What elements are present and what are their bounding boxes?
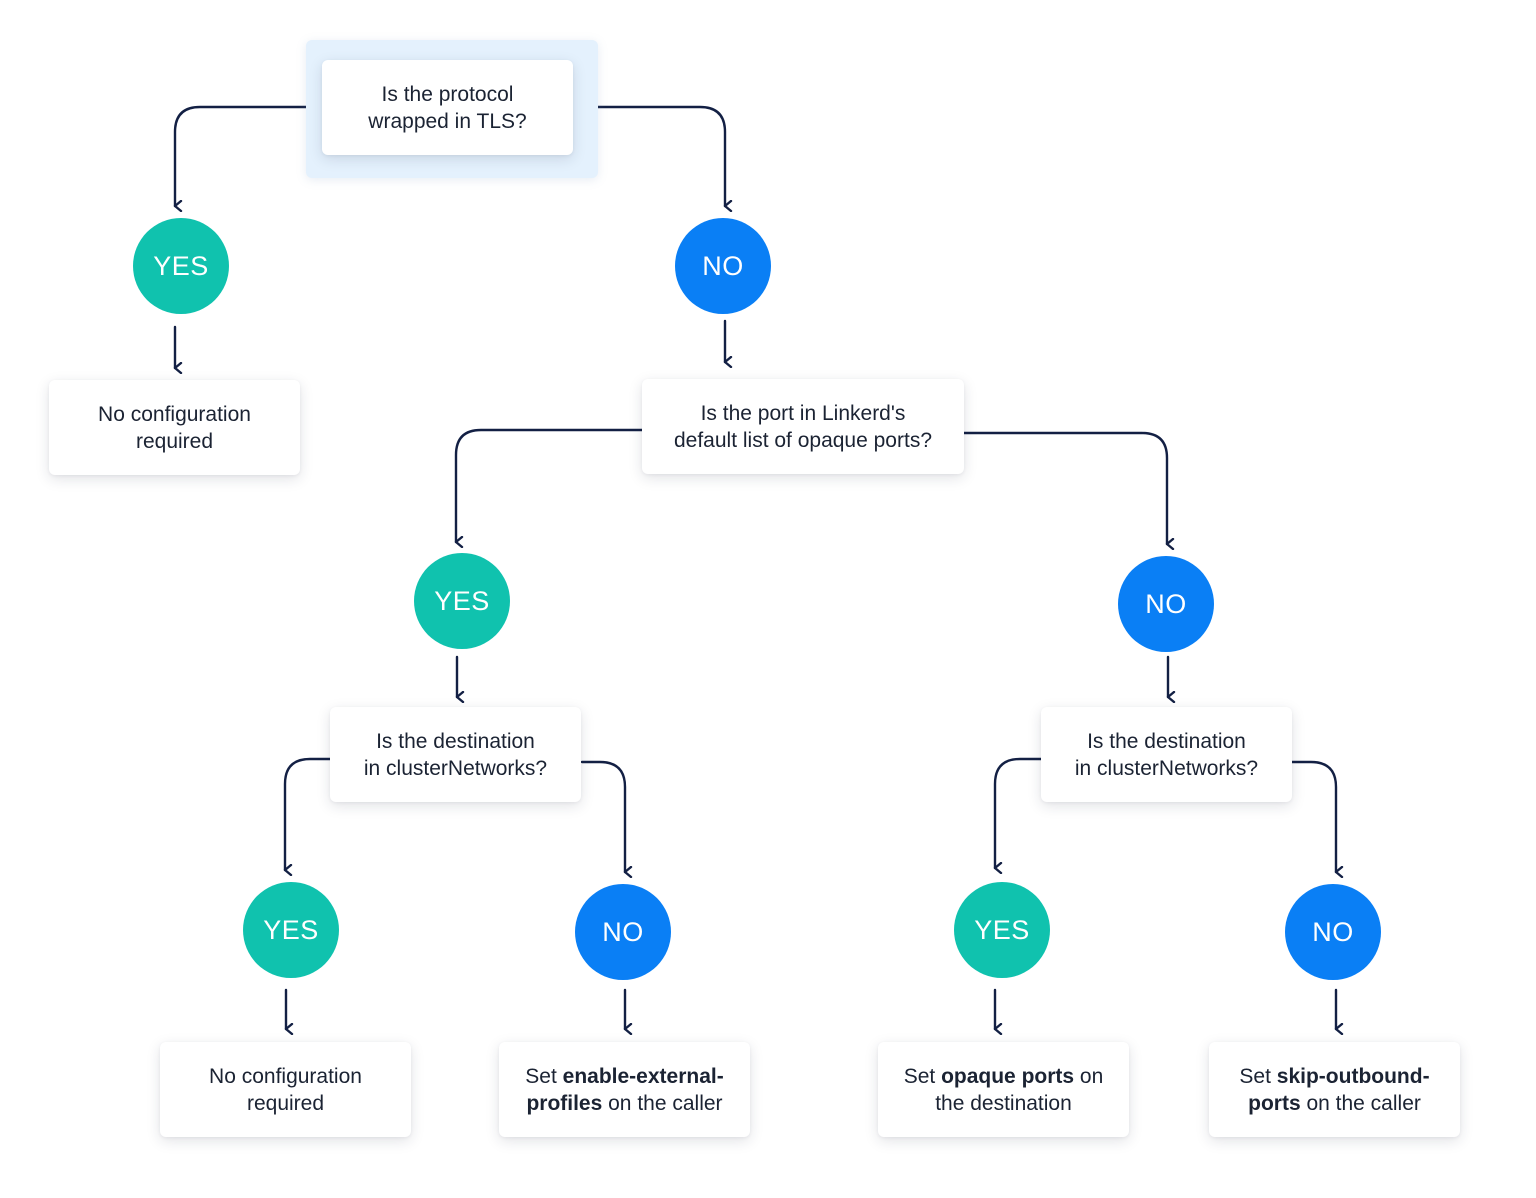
no-label: NO (702, 250, 744, 281)
outcome-right-no-bold2: ports (1248, 1091, 1301, 1115)
yes-circle-opaque: YES (414, 553, 510, 649)
question-cluster-left: Is the destination in clusterNetworks? (330, 707, 581, 802)
connector-opaque-yes (454, 428, 644, 542)
outcome-right-yes-line2: the destination (935, 1091, 1072, 1115)
yes-label: YES (263, 914, 319, 945)
question-cluster-left-line1: Is the destination (376, 729, 535, 753)
yes-circle-cluster-right: YES (954, 882, 1050, 978)
outcome-right-no: Set skip-outbound- ports on the caller (1209, 1042, 1460, 1137)
connector-tls-yes (173, 105, 324, 206)
outcome-tls-yes-line2: required (135, 429, 214, 453)
yes-label: YES (434, 585, 490, 616)
outcome-left-no-bold1: enable-external- (562, 1064, 724, 1088)
connector-cluster-right-yes (993, 757, 1043, 868)
connector-opaque-no (962, 431, 1167, 544)
outcome-right-yes: Set opaque ports on the destination (878, 1042, 1129, 1137)
outcome-left-no: Set enable-external- profiles on the cal… (499, 1042, 750, 1137)
connector-cluster-left-no (580, 760, 625, 872)
outcome-left-no-bold2: profiles (526, 1091, 603, 1115)
connector-cluster-right-no (1290, 760, 1336, 872)
question-tls-line1: Is the protocol (381, 82, 514, 106)
question-tls-line2: wrapped in TLS? (368, 109, 527, 133)
outcome-right-no-bold1: skip-outbound- (1276, 1064, 1430, 1088)
outcome-right-yes-pre: Set (903, 1064, 942, 1088)
no-circle-opaque: NO (1118, 556, 1214, 652)
no-label: NO (1145, 588, 1187, 619)
no-label: NO (1312, 916, 1354, 947)
outcome-right-yes-post: on (1074, 1064, 1104, 1088)
outcome-left-yes-line2: required (246, 1091, 325, 1115)
outcome-right-no-post: on the caller (1300, 1091, 1421, 1115)
connector-tls-no (570, 105, 725, 206)
yes-label: YES (153, 250, 209, 281)
outcome-left-yes: No configuration required (160, 1042, 411, 1137)
question-tls: Is the protocol wrapped in TLS? (322, 60, 573, 155)
outcome-right-yes-bold: opaque ports (941, 1064, 1075, 1088)
question-opaque-port-line2: default list of opaque ports? (673, 428, 932, 452)
no-circle-cluster-left: NO (575, 884, 671, 980)
outcome-left-no-post: on the caller (602, 1091, 723, 1115)
outcome-left-yes-line1: No configuration (209, 1064, 362, 1088)
outcome-right-no-pre: Set (1239, 1064, 1277, 1088)
connector-cluster-left-yes (283, 757, 332, 870)
question-cluster-right: Is the destination in clusterNetworks? (1041, 707, 1292, 802)
question-cluster-right-line1: Is the destination (1087, 729, 1246, 753)
question-cluster-left-line2: in clusterNetworks? (363, 756, 548, 780)
yes-circle-cluster-left: YES (243, 882, 339, 978)
no-circle-tls: NO (675, 218, 771, 314)
outcome-tls-yes-line1: No configuration (98, 402, 251, 426)
outcome-tls-yes: No configuration required (49, 380, 300, 475)
question-cluster-right-line2: in clusterNetworks? (1074, 756, 1259, 780)
no-circle-cluster-right: NO (1285, 884, 1381, 980)
no-label: NO (602, 916, 644, 947)
yes-circle-tls: YES (133, 218, 229, 314)
question-opaque-port: Is the port in Linkerd's default list of… (642, 379, 964, 474)
outcome-left-no-pre: Set (525, 1064, 563, 1088)
yes-label: YES (974, 914, 1030, 945)
question-opaque-port-line1: Is the port in Linkerd's (700, 401, 906, 425)
